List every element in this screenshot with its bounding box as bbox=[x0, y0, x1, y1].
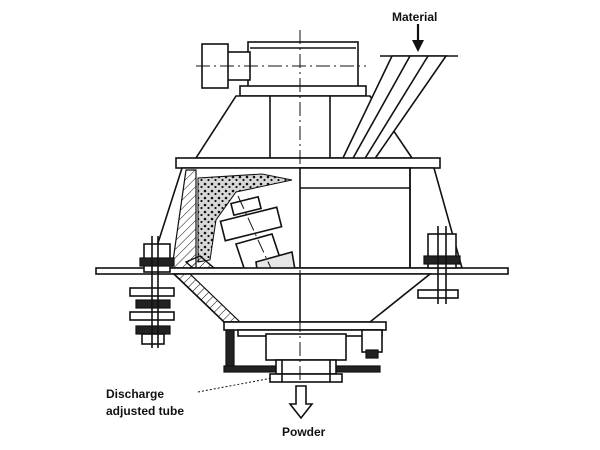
discharge-label-line-1: Discharge bbox=[106, 387, 164, 401]
discharge-leader-line bbox=[197, 377, 273, 393]
left-bolt-column bbox=[129, 236, 175, 348]
drive-motor bbox=[196, 41, 366, 89]
lower-cone bbox=[172, 273, 433, 323]
powder-arrow-icon bbox=[288, 385, 314, 420]
powder-label: Powder bbox=[282, 425, 326, 439]
right-bolt-column bbox=[417, 226, 461, 304]
discharge-tube bbox=[265, 333, 347, 383]
material-arrow-icon bbox=[412, 24, 424, 52]
grinding-chamber bbox=[148, 167, 464, 269]
motor-base-plate bbox=[239, 85, 367, 97]
discharge-label-line-2: adjusted tube bbox=[106, 404, 184, 418]
top-flange bbox=[175, 157, 441, 169]
material-label: Material bbox=[392, 10, 437, 24]
